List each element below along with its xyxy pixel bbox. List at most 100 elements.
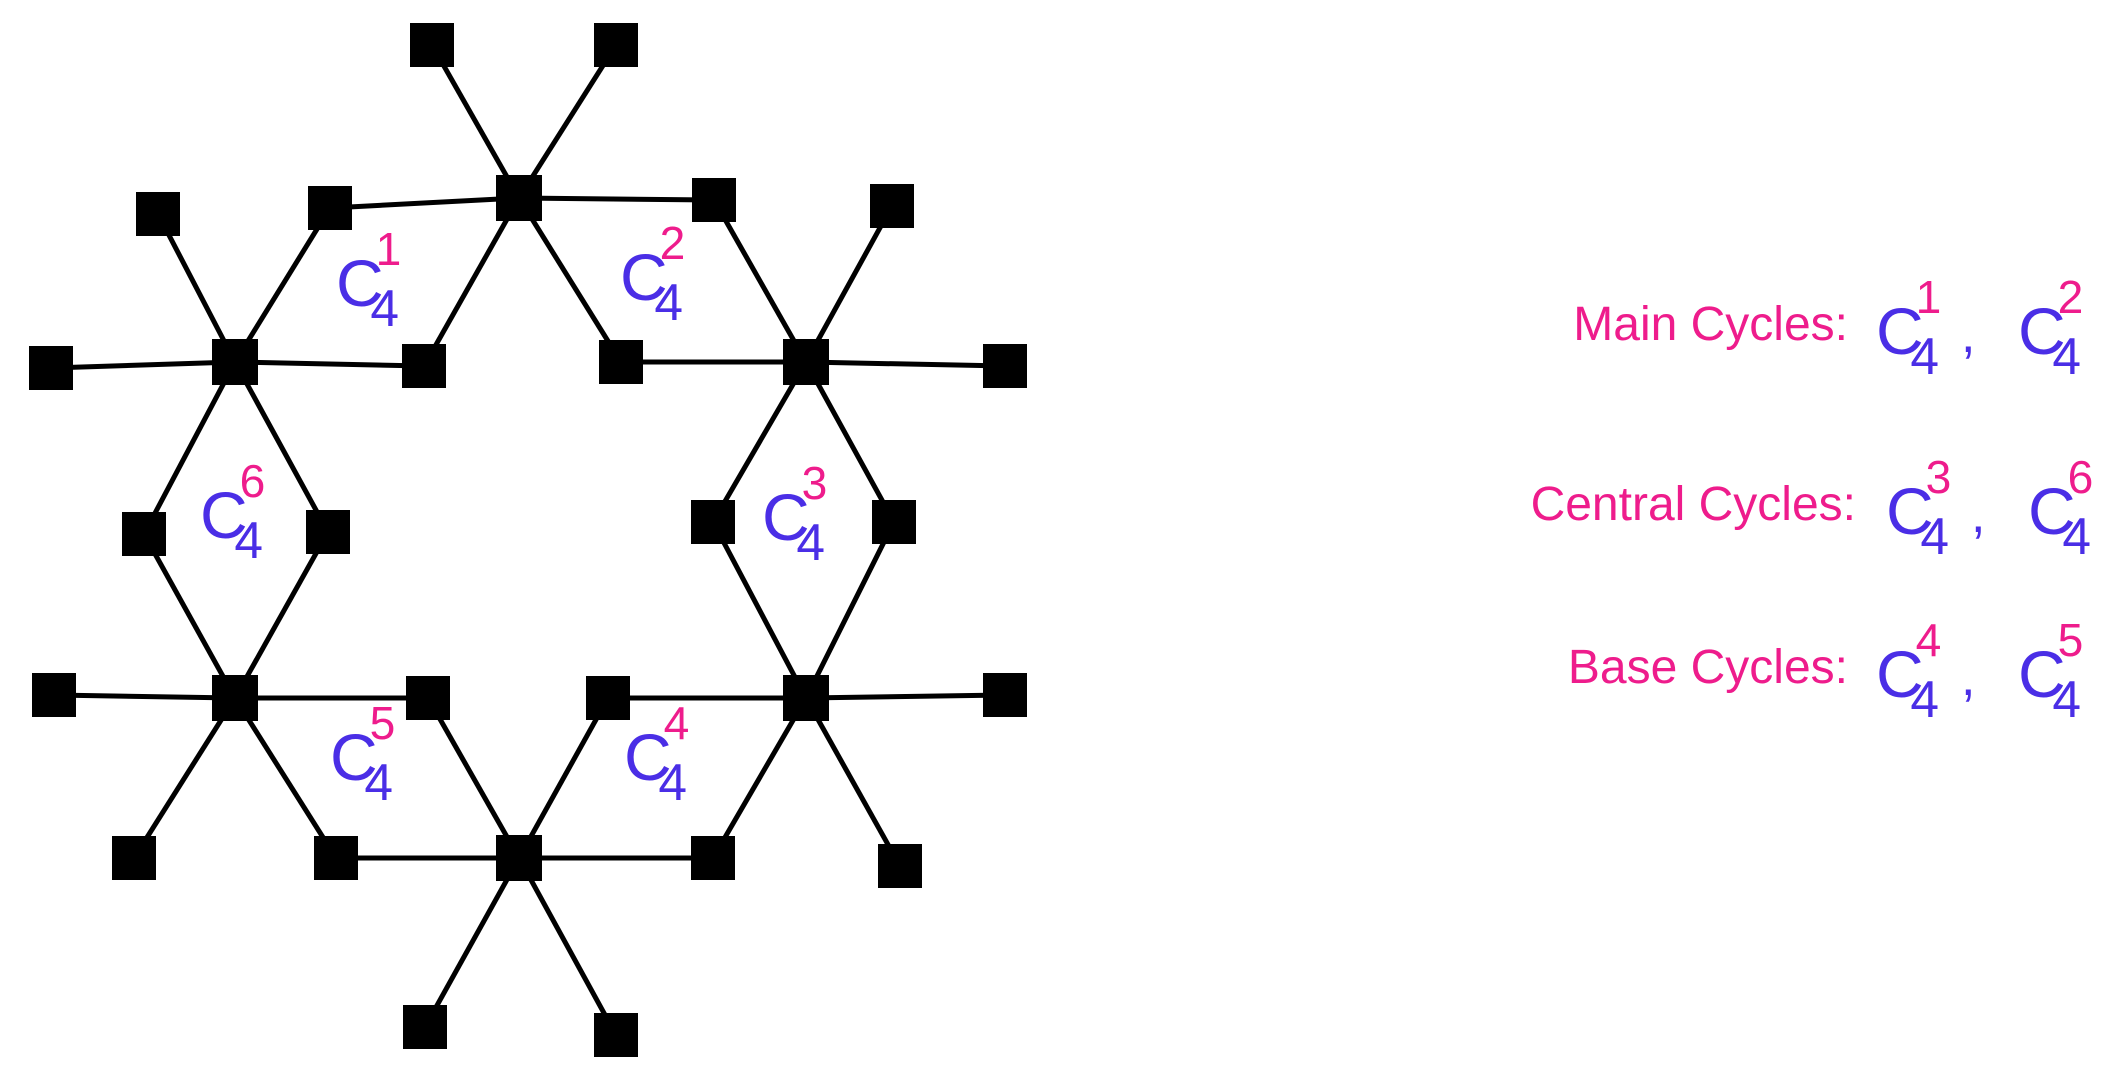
- cycle-label-c2: C42: [620, 217, 685, 331]
- vertex-node-a12: [306, 510, 350, 554]
- edge-tl-a11: [141, 360, 238, 536]
- graph-edges: [50, 43, 1006, 1037]
- vertex-node-p3: [136, 192, 180, 236]
- legend-row-label: Base Cycles:: [1568, 641, 1848, 694]
- vertex-node-a5: [691, 500, 735, 544]
- vertex-node-p4: [29, 346, 73, 390]
- legend-row-2-cycle-b: C46: [2028, 451, 2093, 565]
- legend-row-2-cycle-a: C43: [1886, 451, 1951, 565]
- vertex-node-a7: [691, 836, 735, 880]
- legend-row-3-cycle-a-letter: C: [1876, 637, 1924, 711]
- edge-t-p1: [429, 43, 522, 200]
- edge-tl-a1: [232, 206, 333, 364]
- legend-row-1-cycle-a-letter: C: [1876, 294, 1924, 368]
- vertex-node-p9: [594, 1013, 638, 1057]
- edge-tr-a3: [711, 198, 809, 364]
- legend-separator: ,: [1961, 649, 1975, 707]
- legend-row-label: Main Cycles:: [1573, 298, 1848, 351]
- edge-bl-a10: [232, 696, 339, 860]
- cycle-label-c3-superscript: 3: [802, 457, 828, 509]
- legend-row-2-cycle-b-subscript: 4: [2062, 507, 2091, 565]
- edge-bl-a11: [141, 532, 238, 700]
- edge-b-a8: [516, 696, 611, 860]
- vertex-node-p11: [112, 836, 156, 880]
- legend-row-2-cycle-a-superscript: 3: [1926, 451, 1952, 503]
- edge-bl-p11: [131, 696, 238, 860]
- legend-row-3-cycle-a-superscript: 4: [1916, 614, 1942, 666]
- vertex-node-p7: [983, 673, 1027, 717]
- legend-row-1-cycle-b: C42: [2018, 271, 2083, 385]
- legend-row-2-cycle-a-subscript: 4: [1920, 507, 1949, 565]
- edge-bl-a12: [232, 530, 331, 700]
- edge-tr-p5: [803, 204, 895, 364]
- legend-row-3-cycle-a-subscript: 4: [1910, 670, 1939, 728]
- legend-row-3-cycle-b-subscript: 4: [2052, 670, 2081, 728]
- cycle-label-c6-subscript: 4: [234, 511, 263, 569]
- edge-br-a7: [710, 696, 809, 860]
- legend-row-1-cycle-a-superscript: 1: [1916, 271, 1942, 323]
- cycle-label-c6-superscript: 6: [240, 455, 266, 507]
- legend-row-2-cycle-b-letter: C: [2028, 474, 2076, 548]
- vertex-node-p2: [594, 23, 638, 67]
- legend-separator: ,: [1961, 306, 1975, 364]
- vertex-node-a3: [692, 178, 736, 222]
- vertex-node-a1: [308, 186, 352, 230]
- vertex-node-a9: [406, 676, 450, 720]
- cycle-label-c2-subscript: 4: [654, 273, 683, 331]
- edge-b-p9: [516, 856, 619, 1037]
- cycle-label-c3-letter: C: [762, 480, 810, 554]
- edge-t-p2: [516, 43, 619, 200]
- cycle-label-c1: C41: [336, 223, 401, 337]
- edge-tr-p6: [805, 359, 1006, 369]
- vertex-node-a2: [402, 344, 446, 388]
- vertex-node-p12: [32, 673, 76, 717]
- edge-tl-p4: [50, 359, 236, 371]
- edge-tr-a6: [803, 360, 897, 524]
- cycle-label-c4: C44: [624, 697, 689, 811]
- vertex-node-p8: [878, 844, 922, 888]
- cycle-label-c3: C43: [762, 457, 827, 571]
- cycle-label-c4-subscript: 4: [658, 753, 687, 811]
- cycle-label-c1-superscript: 1: [376, 223, 402, 275]
- hub-node-t: [496, 175, 542, 221]
- hub-node-tr: [783, 339, 829, 385]
- edge-br-p7: [805, 692, 1006, 701]
- legend-row-1-cycle-b-subscript: 4: [2052, 327, 2081, 385]
- edge-br-a5: [710, 520, 809, 700]
- legend-row-1: Main Cycles:C41,C42: [1573, 271, 2083, 385]
- edge-t-a1: [329, 195, 520, 211]
- edge-t-a4: [516, 196, 624, 364]
- edge-br-p8: [803, 696, 903, 868]
- legend-row-2-cycle-a-letter: C: [1886, 474, 1934, 548]
- legend-row-2-cycle-b-superscript: 6: [2068, 451, 2094, 503]
- vertex-node-p6: [983, 344, 1027, 388]
- hub-node-tl: [212, 339, 258, 385]
- hub-node-bl: [212, 675, 258, 721]
- cycle-label-c5-superscript: 5: [370, 697, 396, 749]
- hub-node-b: [496, 835, 542, 881]
- legend-row-1-cycle-b-letter: C: [2018, 294, 2066, 368]
- legend-separator: ,: [1971, 486, 1985, 544]
- vertex-node-a11: [122, 512, 166, 556]
- edge-tl-p3: [155, 212, 238, 364]
- cycle-label-c4-superscript: 4: [664, 697, 690, 749]
- legend-row-1-cycle-a-subscript: 4: [1910, 327, 1939, 385]
- vertex-node-a10: [314, 836, 358, 880]
- vertex-node-p10: [403, 1005, 447, 1049]
- vertex-node-p1: [410, 23, 454, 67]
- legend-row-3: Base Cycles:C44,C45: [1568, 614, 2083, 728]
- vertex-node-a4: [599, 340, 643, 384]
- edge-b-p10: [422, 856, 522, 1029]
- cycle-label-c2-superscript: 2: [660, 217, 686, 269]
- edge-t-a2: [421, 196, 522, 368]
- cycle-label-c1-letter: C: [336, 246, 384, 320]
- cycle-label-c2-letter: C: [620, 240, 668, 314]
- edge-bl-p12: [53, 692, 236, 701]
- legend-row-3-cycle-a: C44: [1876, 614, 1941, 728]
- edge-tr-a5: [710, 360, 809, 524]
- cycle-label-c5-letter: C: [330, 720, 378, 794]
- cycle-label-c6: C46: [200, 455, 265, 569]
- cycle-label-c5-subscript: 4: [364, 753, 393, 811]
